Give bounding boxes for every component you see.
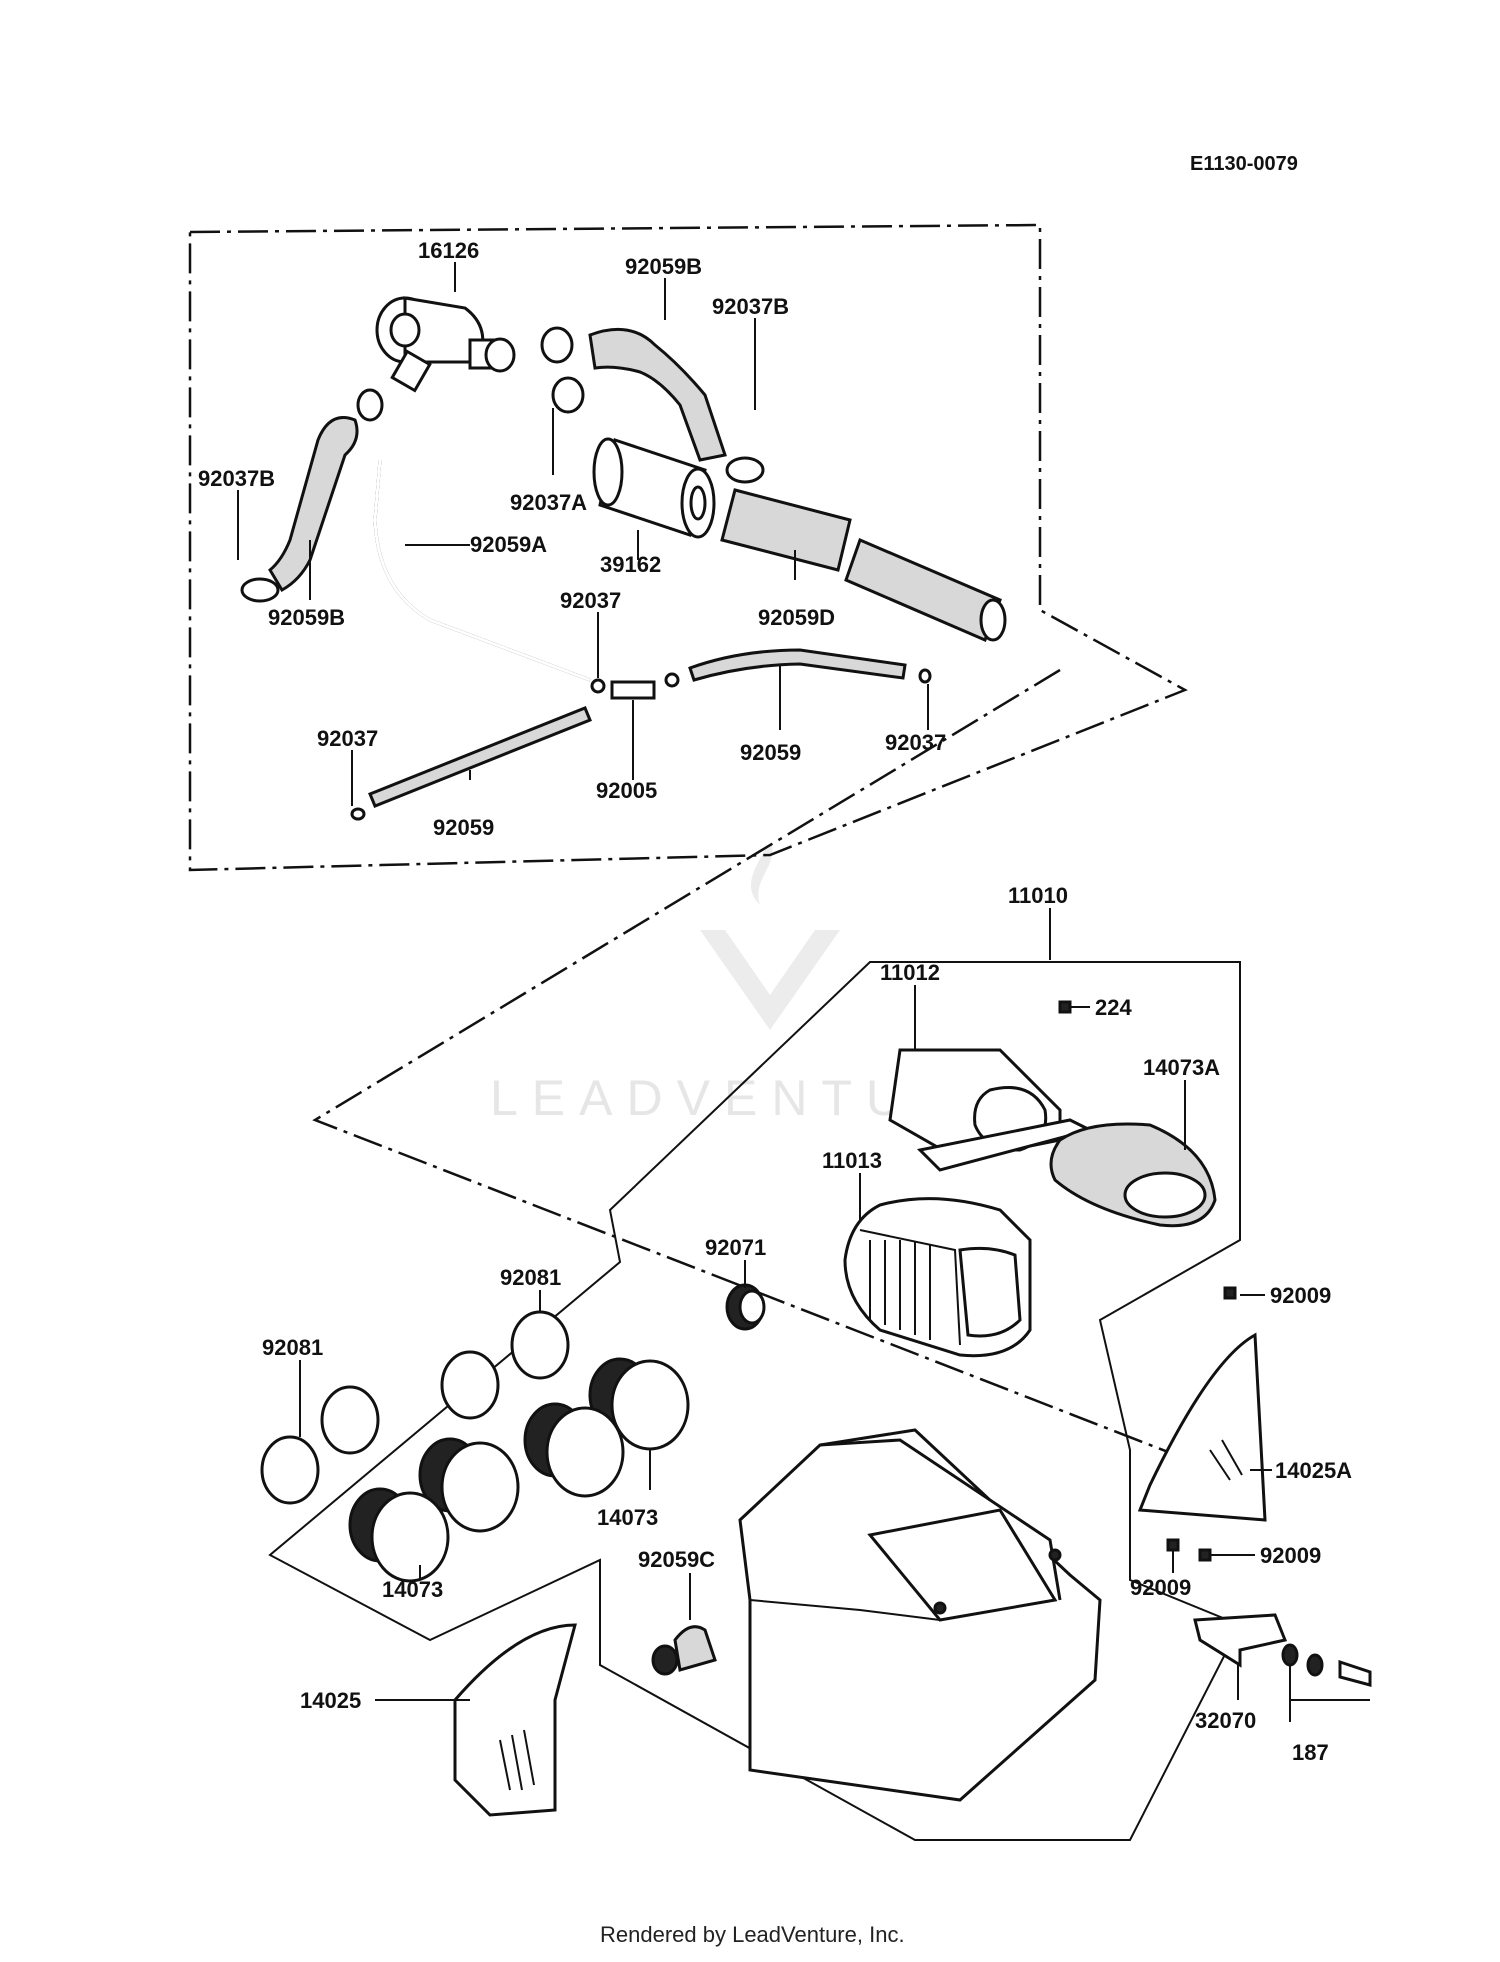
label-14025a: 14025A: [1275, 1458, 1352, 1483]
o-ring-92081-c: [320, 1385, 380, 1455]
elbow-92059c: [651, 1625, 717, 1676]
label-14073a: 14073A: [1143, 1055, 1220, 1080]
canister-39162: [592, 437, 716, 539]
side-cover-14025a: [1137, 1332, 1267, 1522]
clamp-92037-center: [590, 678, 606, 694]
label-14073-right: 14073: [597, 1505, 658, 1530]
diagram-code: E1130-0079: [1190, 153, 1298, 175]
label-92081-lower: 92081: [262, 1335, 323, 1360]
fitting-92005: [610, 680, 656, 700]
label-92037-center: 92037: [560, 588, 621, 613]
part-labels: 16126 92059B 92037B 92037B 92037A 92059A…: [198, 238, 1352, 1765]
screw-224: [1058, 1000, 1072, 1014]
clamp-92037-right: [918, 668, 932, 684]
label-14025: 14025: [300, 1688, 361, 1713]
lower-housing-outline: [268, 961, 1242, 1841]
label-92037-right: 92037: [885, 730, 946, 755]
label-92037b-left: 92037B: [198, 466, 275, 491]
clamp-92037b-right: [725, 456, 765, 484]
screw-92009-bottom-right: [1198, 1548, 1212, 1562]
hose-92059-left: [368, 706, 592, 808]
label-92037a: 92037A: [510, 490, 587, 515]
label-92071: 92071: [705, 1235, 766, 1260]
label-92005: 92005: [596, 778, 657, 803]
filter-11013: [843, 1197, 1032, 1358]
screw-92009-top: [1223, 1286, 1237, 1300]
label-39162: 39162: [600, 552, 661, 577]
label-32070: 32070: [1195, 1708, 1256, 1733]
clamp-92037a: [551, 376, 585, 414]
upper-enclosure: [188, 223, 1188, 872]
label-92059-right: 92059: [740, 740, 801, 765]
label-92059c: 92059C: [638, 1547, 715, 1572]
hose-92059d-b: [844, 537, 1002, 643]
credit-text: Rendered by LeadVenture, Inc.: [600, 1922, 905, 1947]
label-92059d: 92059D: [758, 605, 835, 630]
o-ring-92081-b: [440, 1350, 500, 1420]
label-14073-left: 14073: [382, 1577, 443, 1602]
hose-92059b-upper: [588, 327, 727, 462]
leader-lines: [237, 262, 1370, 1722]
clamp-92037b-top: [540, 326, 574, 364]
label-92059-left: 92059: [433, 815, 494, 840]
label-11013: 11013: [822, 1148, 882, 1173]
hose-end: [979, 598, 1007, 642]
clamp-92037b-left: [240, 577, 280, 603]
side-cover-14025: [453, 1623, 577, 1817]
hose-92059b-left: [268, 416, 359, 593]
label-92059b-left: 92059B: [268, 605, 345, 630]
label-11010: 11010: [1008, 883, 1068, 908]
filter-element-14073a: [1049, 1122, 1217, 1228]
label-92037-left: 92037: [317, 726, 378, 751]
duct-14073-group: [348, 1357, 690, 1583]
o-ring-92081-d: [260, 1435, 320, 1505]
hose-92059d-a: [720, 488, 852, 572]
vacuum-valve-16126: [375, 296, 516, 393]
label-16126: 16126: [418, 238, 479, 263]
o-ring-92081-a: [510, 1310, 570, 1380]
label-92081-upper: 92081: [500, 1265, 561, 1290]
hose-92059-right: [688, 648, 907, 682]
label-92009-right: 92009: [1260, 1543, 1321, 1568]
bracket-32070: [1193, 1613, 1288, 1668]
label-224: 224: [1095, 995, 1132, 1020]
clamp-left-top: [356, 388, 384, 422]
label-92009-top: 92009: [1270, 1283, 1331, 1308]
label-11012: 11012: [880, 960, 940, 985]
label-92037b-upper: 92037B: [712, 294, 789, 319]
label-92059a: 92059A: [470, 532, 547, 557]
lower-enclosure: [312, 668, 1241, 1482]
label-92009-bottom: 92009: [1130, 1575, 1191, 1600]
bolt-187: [1281, 1643, 1372, 1687]
air-cleaner-housing: [738, 1428, 1102, 1802]
screw-92009-bottom-left: [1166, 1538, 1180, 1552]
clamp-92037-left: [350, 807, 366, 821]
label-92059b-upper: 92059B: [625, 254, 702, 279]
grommet-92071: [725, 1283, 766, 1331]
label-187: 187: [1292, 1740, 1329, 1765]
